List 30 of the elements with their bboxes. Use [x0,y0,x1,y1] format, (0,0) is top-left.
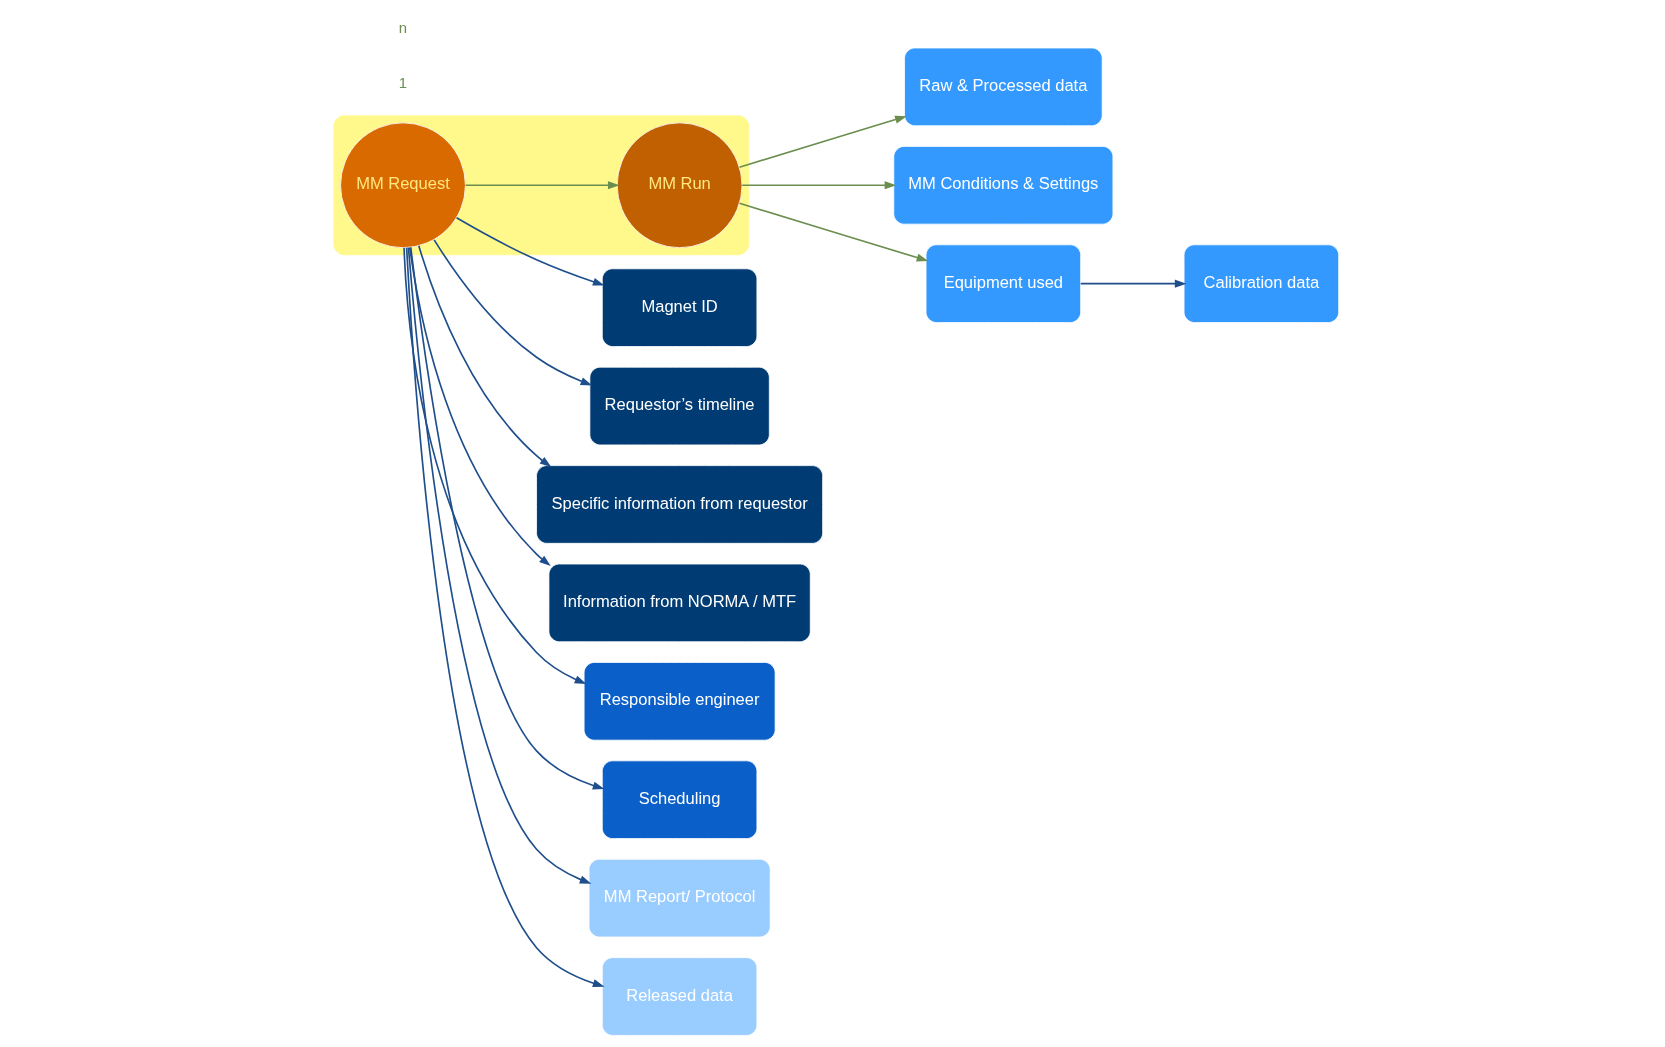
arrow [455,217,604,286]
label: 1 [398,75,407,92]
node-box: MM Conditions & Settings [892,146,1113,225]
arrow [738,202,928,262]
node-box: Responsible engineer [583,662,776,741]
node-box: Specific information from requestor [535,465,823,544]
node-box: Magnet ID [601,268,757,347]
arrow [464,181,620,190]
node-box: Scheduling [601,760,757,839]
node-box: Requestor’s timeline [588,366,770,446]
arrow [740,181,896,190]
arrow [407,246,591,884]
arrow [417,244,551,468]
arrow [405,246,604,988]
node-box: Equipment used [925,244,1081,323]
node-box: MM Report/ Protocol [588,858,771,938]
node-box: Released data [601,957,757,1036]
arrow [1079,279,1186,288]
arrow [432,239,592,386]
label: n [398,19,407,36]
node-box: Raw & Processed data [903,47,1103,127]
arrow [738,115,907,169]
node-circle: MM Run [616,122,742,249]
node-box: Information from NORMA / MTF [548,563,811,643]
node-box: Calibration data [1183,244,1339,323]
arrow [409,246,604,790]
node-circle: MM Request [339,122,466,249]
cluster [333,115,749,256]
arrow [408,246,551,567]
arrow [402,247,586,685]
